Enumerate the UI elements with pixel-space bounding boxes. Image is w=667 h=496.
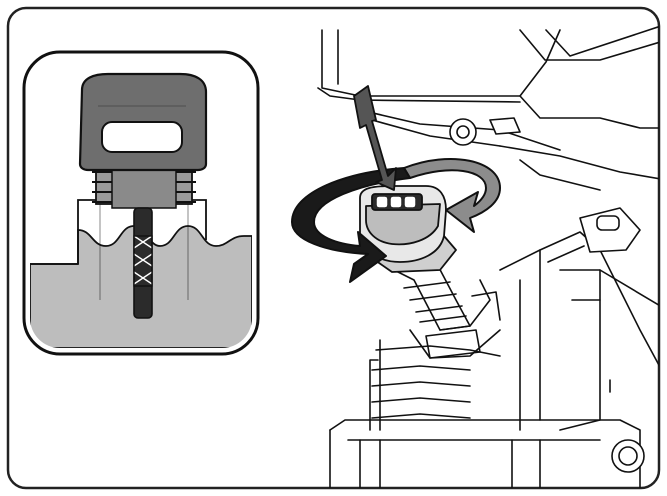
filler-cap	[359, 185, 457, 273]
dipstick-inset	[22, 50, 260, 356]
machine-drawing	[317, 23, 659, 488]
up-down-arrow-icon	[353, 85, 397, 191]
rotate-arrow-icon	[291, 157, 501, 283]
dipstick-cross-section-icon	[30, 58, 252, 348]
